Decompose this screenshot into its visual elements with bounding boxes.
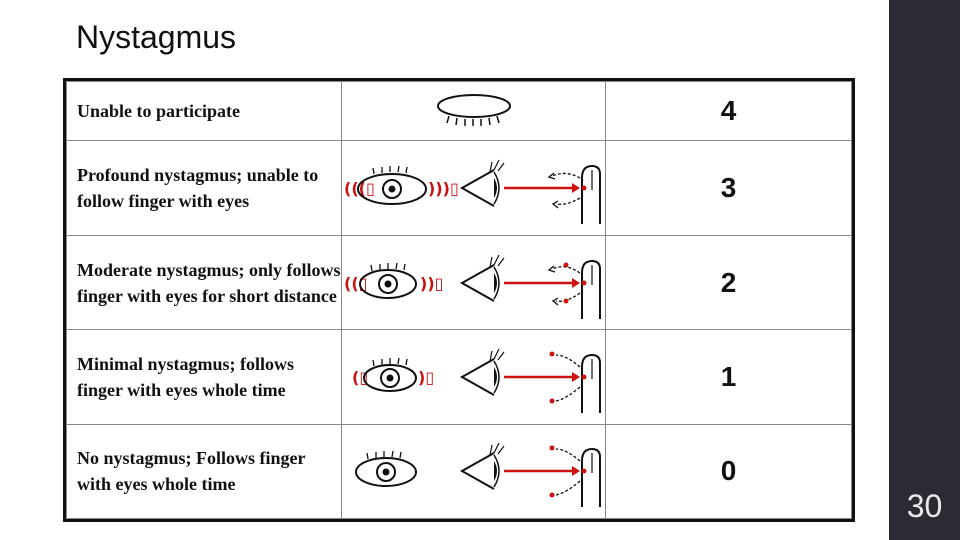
row-score: 4 — [605, 80, 852, 142]
eye-tracking-finger-icon: ((▯ ))▯ — [341, 234, 606, 331]
eye-tracking-finger-icon: (▯ )▯ — [341, 329, 606, 425]
vibration-left-label: (((▯ — [344, 179, 375, 198]
row-score: 3 — [605, 140, 852, 236]
table-row: Profound nystagmus; unable to follow fin… — [66, 140, 852, 236]
table-row: Unable to participate 4 — [66, 80, 852, 142]
slide-sidebar — [889, 0, 960, 540]
vibration-left-label: (▯ — [352, 368, 368, 387]
vibration-right-label: )))▯ — [428, 179, 459, 198]
page-number: 30 — [906, 488, 943, 524]
row-description: Minimal nystagmus; follows finger with e… — [66, 329, 342, 425]
row-score: 1 — [605, 329, 852, 425]
table-row: Minimal nystagmus; follows finger with e… — [66, 329, 852, 425]
row-score: 0 — [605, 423, 852, 520]
row-score: 2 — [605, 234, 852, 331]
row-description: Moderate nystagmus; only follows finger … — [66, 234, 342, 331]
slide-title: Nystagmus — [76, 19, 237, 55]
closed-eye-icon — [341, 80, 606, 142]
table-row: No nystagmus; Follows finger with eyes w… — [66, 423, 852, 520]
eye-tracking-finger-icon — [341, 423, 606, 520]
nystagmus-score-table: Unable to participate 4 Profound nystagm… — [63, 78, 855, 522]
table-row: Moderate nystagmus; only follows finger … — [66, 234, 852, 331]
row-description: No nystagmus; Follows finger with eyes w… — [66, 423, 342, 520]
vibration-right-label: )▯ — [418, 368, 434, 387]
eye-tracking-finger-icon: (((▯ )))▯ — [341, 140, 606, 236]
row-description: Unable to participate — [66, 80, 342, 142]
vibration-right-label: ))▯ — [420, 274, 443, 293]
row-description: Profound nystagmus; unable to follow fin… — [66, 140, 342, 236]
